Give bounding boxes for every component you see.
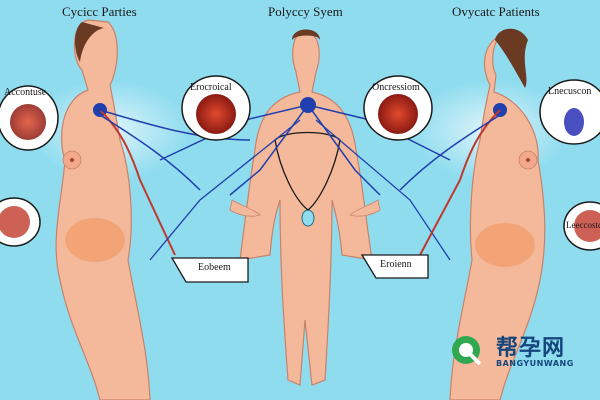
title-center: Polyccy Syem [268, 4, 343, 19]
label-center-left-circle: Erocroical [190, 82, 232, 93]
title-left: Cycicc Parties [62, 4, 137, 19]
center-figure [149, 29, 451, 386]
label-center-left-box: Eobeem [198, 262, 231, 273]
label-left-top: Accontuse [4, 87, 47, 98]
right-figure [399, 28, 546, 400]
center-right-box [360, 254, 429, 279]
center-left-box [170, 257, 249, 283]
label-right-mid: Leeccostc [566, 220, 600, 230]
watermark: 帮孕网 BANGYUNWANG [446, 328, 586, 376]
label-right-top: Lnecuscon [548, 86, 592, 97]
label-center-right-circle: Oncressiom [372, 82, 420, 93]
watermark-brand: 帮孕网 [496, 336, 566, 361]
watermark-subtitle: BANGYUNWANG [496, 359, 574, 368]
title-right: Ovycatc Patients [452, 4, 540, 19]
label-center-right-box: Eroienn [380, 259, 412, 270]
